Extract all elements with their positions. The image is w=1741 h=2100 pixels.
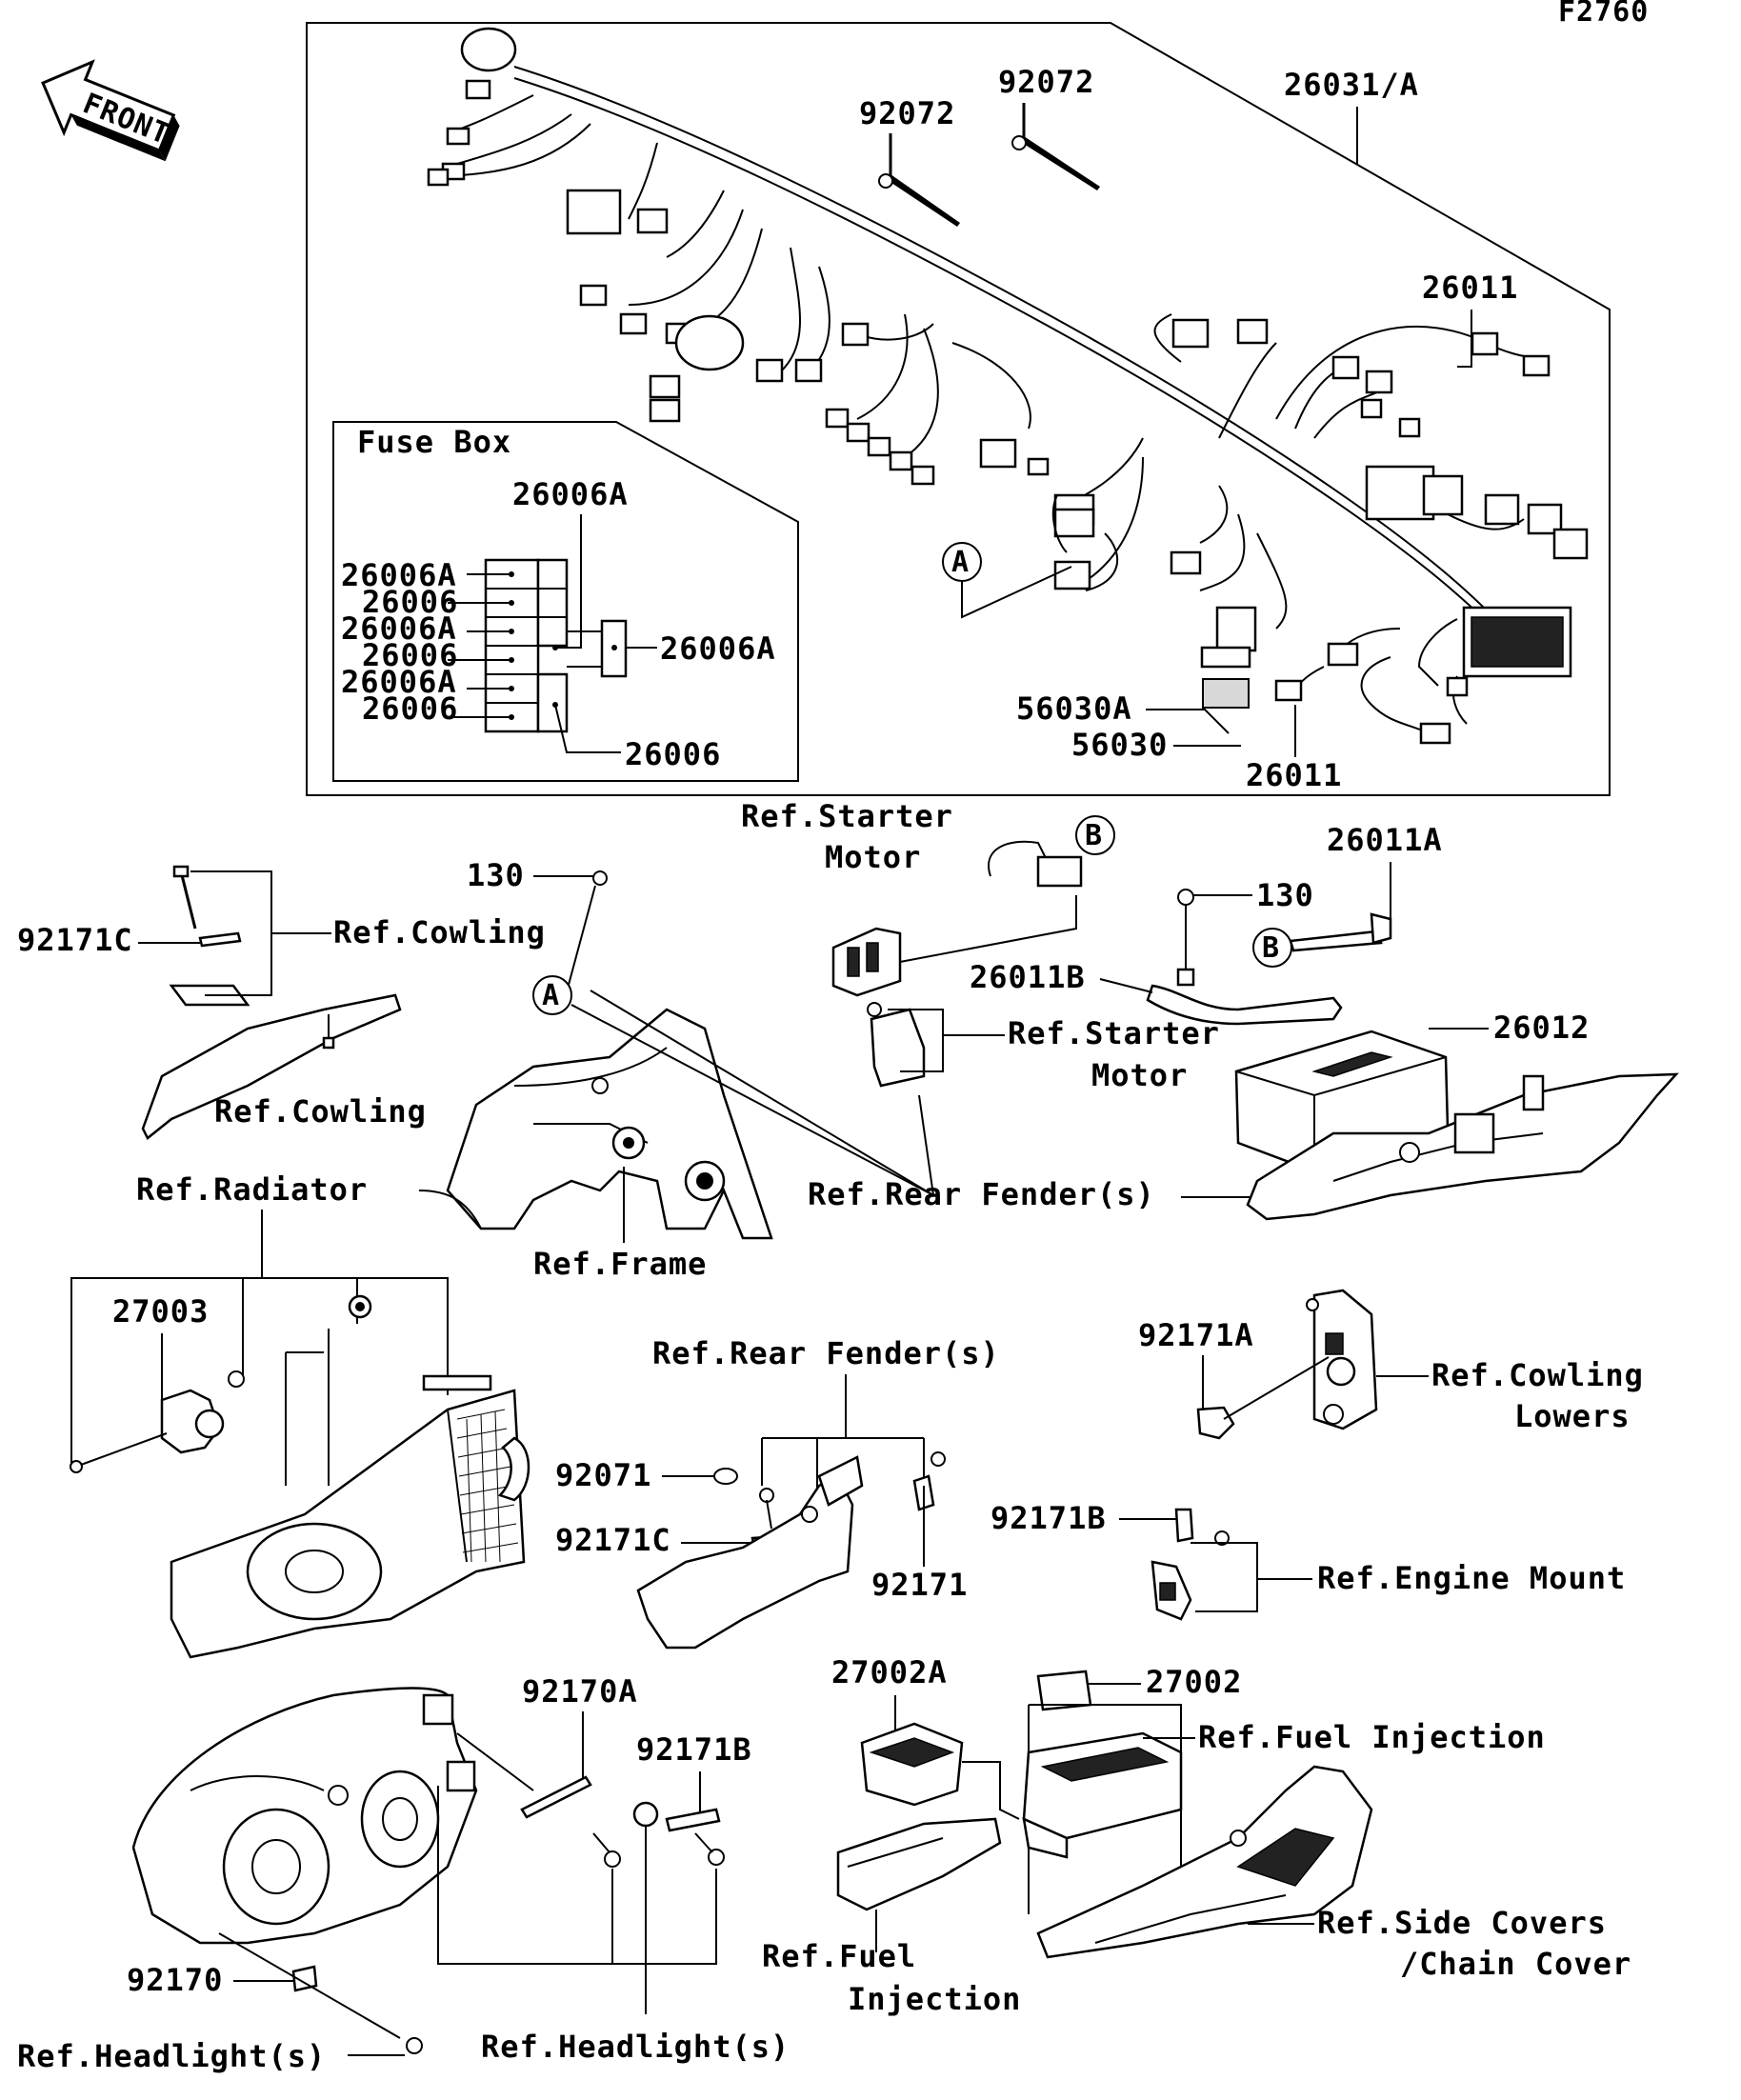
starter-relay	[831, 840, 1083, 1088]
harness-outline	[306, 22, 1611, 796]
label-connector-top: 26011	[1422, 270, 1518, 306]
ref-side-covers-line2: /Chain Cover	[1400, 1946, 1631, 1982]
label-tie-2: 92072	[998, 64, 1094, 100]
fuse-box-outline	[332, 421, 799, 782]
label-cable-plus: 26011A	[1327, 822, 1443, 858]
fuse-label-5: 26006A	[341, 664, 457, 700]
label-clamp-rear-c: 92171C	[555, 1522, 671, 1558]
ref-starter-2-line2: Motor	[1091, 1057, 1188, 1093]
fuse-label-1: 26006A	[341, 557, 457, 593]
side-cover	[1036, 1765, 1373, 1959]
fuse-label-4: 26006	[362, 637, 458, 673]
fuse-label-bottom: 26006	[625, 736, 721, 772]
fuse-label-right: 26006A	[660, 630, 776, 667]
ref-cowling-lowers-line2: Lowers	[1514, 1398, 1631, 1434]
radiator	[170, 1374, 530, 1659]
label-clamp-engine-b: 92171B	[991, 1500, 1107, 1536]
ref-rear-fender-2: Ref.Rear Fender(s)	[652, 1335, 1000, 1371]
rear-fender	[1246, 1072, 1679, 1221]
label-horn: 27003	[112, 1293, 209, 1330]
fuel-injection-cover	[836, 1817, 1002, 1911]
label-clip-rear: 92071	[555, 1457, 651, 1493]
wiring-harness	[427, 27, 1589, 745]
label-relay: 56030	[1071, 727, 1168, 763]
ref-radiator: Ref.Radiator	[136, 1171, 368, 1208]
label-harness: 26031/A	[1284, 67, 1419, 103]
label-connector-bottom: 26011	[1246, 757, 1342, 793]
ref-cowling-lowers-line1: Ref.Cowling	[1431, 1357, 1644, 1393]
ref-fuel-injection-1: Ref.Fuel Injection	[1198, 1719, 1546, 1755]
ref-starter-2-line1: Ref.Starter	[1008, 1015, 1220, 1051]
ref-rear-fender-1: Ref.Rear Fender(s)	[808, 1176, 1155, 1212]
ref-headlight-1: Ref.Headlight(s)	[17, 2038, 326, 2074]
engine-mount-clamp	[1151, 1530, 1230, 1621]
svg-text:B: B	[1262, 931, 1280, 965]
cable-tie-icon	[1011, 103, 1100, 190]
cowling-lower-bracket	[1196, 1289, 1378, 1440]
ref-side-covers-line1: Ref.Side Covers	[1317, 1905, 1607, 1941]
label-bolt-2: 130	[1256, 877, 1314, 913]
horn	[70, 1294, 372, 1473]
cowling-bracket	[141, 865, 402, 1140]
cable-tie-icon	[878, 133, 960, 227]
fuse-label-2: 26006	[362, 584, 458, 620]
svg-text:B: B	[1085, 819, 1103, 852]
label-battery: 26012	[1493, 1010, 1590, 1046]
fuse-label-top: 26006A	[512, 476, 629, 512]
fuse-label-6: 26006	[362, 690, 458, 727]
frame	[418, 1008, 773, 1240]
battery-cable-plus	[1289, 912, 1392, 952]
ref-fuel-injection-2-line2: Injection	[848, 1981, 1021, 2017]
ref-cowling-2: Ref.Cowling	[214, 1093, 427, 1130]
callout-a-harness: A	[942, 542, 1072, 619]
front-arrow-icon: FRONT	[41, 59, 180, 162]
label-clamp-head-0: 92170	[127, 1962, 223, 1998]
diagram-code: F2760	[1558, 0, 1649, 29]
label-clamp-rear: 92171	[871, 1567, 968, 1603]
ref-cowling-1: Ref.Cowling	[333, 914, 546, 950]
svg-text:A: A	[542, 979, 560, 1012]
label-clamp-cowl: 92171C	[17, 922, 133, 958]
label-tie-1: 92072	[859, 95, 955, 131]
ref-frame: Ref.Frame	[533, 1246, 707, 1282]
fuse-box-title: Fuse Box	[357, 424, 511, 460]
label-bolt-1: 130	[467, 857, 525, 893]
ref-starter-1-line1: Ref.Starter	[741, 798, 953, 834]
fuse-box	[448, 514, 657, 753]
fuse-label-3: 26006A	[341, 610, 457, 647]
ref-starter-1-line2: Motor	[825, 839, 921, 875]
rear-fender-bracket	[636, 1451, 946, 1650]
callout-a-frame: A	[532, 975, 934, 1196]
ref-engine-mount: Ref.Engine Mount	[1317, 1560, 1626, 1596]
svg-text:A: A	[951, 546, 970, 579]
label-ecu-a: 27002A	[831, 1654, 948, 1690]
label-ecu: 27002	[1146, 1664, 1242, 1700]
callout-b-starter: B	[1075, 815, 1115, 855]
ecu-a	[860, 1722, 964, 1807]
label-clamp-head-b: 92171B	[636, 1731, 752, 1768]
relay-bracket	[1202, 678, 1250, 709]
label-clamp-head: 92170A	[522, 1673, 638, 1710]
battery-cable-minus	[1146, 968, 1343, 1026]
ref-fuel-injection-2-line1: Ref.Fuel	[762, 1938, 916, 1974]
ecu	[1022, 1731, 1183, 1859]
ref-headlight-2: Ref.Headlight(s)	[481, 2029, 790, 2065]
headlight-assembly	[131, 1687, 478, 1945]
label-relay-a: 56030A	[1016, 690, 1132, 727]
label-cable-minus: 26011B	[970, 959, 1086, 995]
callout-b-battery: B	[1252, 928, 1292, 968]
label-clamp-lower-a: 92171A	[1138, 1317, 1254, 1353]
